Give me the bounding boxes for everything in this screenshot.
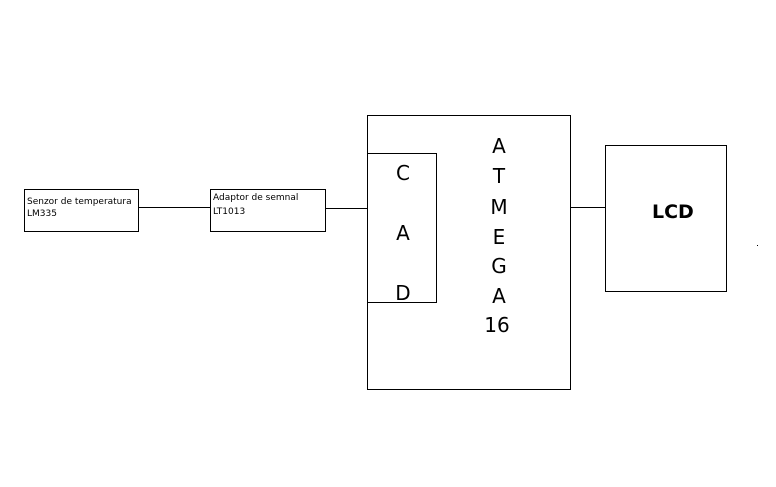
adc-letter: A xyxy=(396,221,410,245)
stray-dot xyxy=(757,245,758,246)
connector-adapter-adc xyxy=(325,208,368,209)
mcu-letter: A xyxy=(492,134,506,158)
signal-adapter-block: Adaptor de semnal LT1013 xyxy=(210,189,326,232)
mcu-letter: G xyxy=(491,254,507,278)
mcu-letter: T xyxy=(492,164,506,188)
sensor-label-part: LM335 xyxy=(27,209,57,219)
adc-letter: D xyxy=(395,281,411,305)
adapter-label-part: LT1013 xyxy=(213,207,246,217)
adapter-label-name: Adaptor de semnal xyxy=(213,193,299,203)
mcu-letter: M xyxy=(490,195,508,219)
sensor-label-name: Senzor de temperatura xyxy=(27,197,132,207)
mcu-letter: E xyxy=(492,225,506,249)
adc-block: C A D xyxy=(367,153,437,303)
connector-mcu-lcd xyxy=(570,207,606,208)
connector-sensor-adapter xyxy=(138,207,211,208)
mcu-letter: 16 xyxy=(484,313,510,337)
lcd-block: LCD xyxy=(605,145,727,292)
lcd-label: LCD xyxy=(652,201,694,223)
sensor-block: Senzor de temperatura LM335 xyxy=(24,189,139,232)
mcu-letter: A xyxy=(492,284,506,308)
adc-letter: C xyxy=(396,161,410,185)
